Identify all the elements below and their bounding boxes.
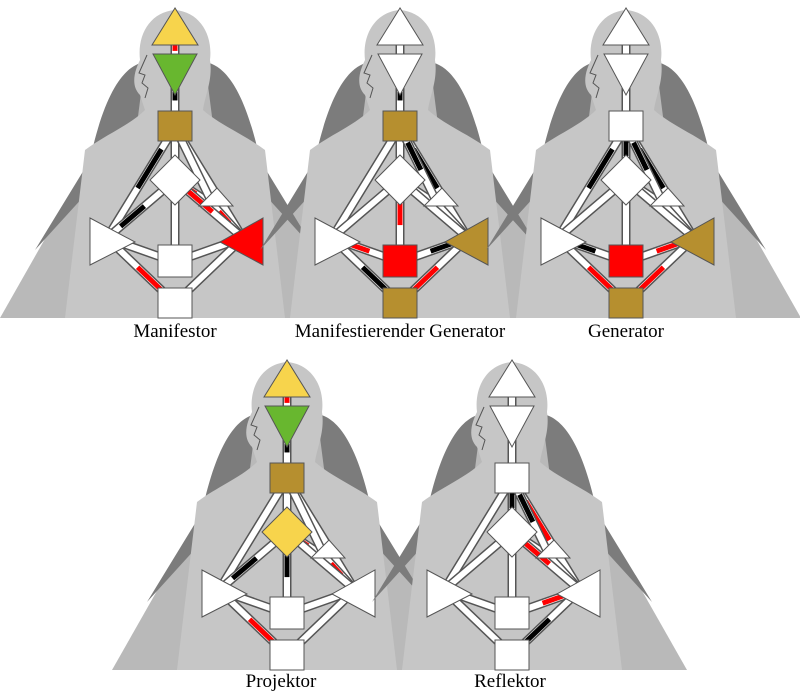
throat-center: [382, 110, 418, 142]
solar-plexus-center: [669, 217, 715, 266]
sacral-center: [382, 244, 418, 278]
head-center: [376, 7, 424, 46]
g-center: [261, 506, 313, 558]
left-shoulder-shadow: [260, 62, 370, 250]
g-center: [600, 154, 652, 206]
channel-throat-spleen: [329, 125, 403, 240]
channel-activation: [517, 493, 536, 523]
channel-activation: [586, 147, 615, 190]
channel-activation: [247, 617, 276, 644]
sacral-center: [269, 596, 305, 630]
heart-center: [648, 187, 686, 207]
solar-plexus-center: [330, 569, 376, 618]
channel-activation: [631, 141, 650, 171]
channel-activation: [523, 541, 552, 566]
sacral-center: [494, 596, 530, 630]
ajna-center: [489, 405, 535, 449]
spleen-center: [89, 217, 137, 266]
throat-center: [608, 110, 644, 142]
channel-activation: [360, 265, 389, 292]
root-center: [494, 639, 530, 671]
channel-activation: [586, 265, 615, 292]
label-reflector: Reflektor: [474, 671, 546, 692]
label-generator: Generator: [588, 321, 664, 342]
spleen-center: [314, 217, 362, 266]
ajna-center: [377, 53, 423, 97]
g-center: [374, 154, 426, 206]
right-shoulder-shadow: [656, 62, 766, 250]
root-center: [157, 287, 193, 319]
ajna-center: [152, 53, 198, 97]
left-shoulder-shadow: [372, 414, 482, 602]
head-center: [151, 7, 199, 46]
head-center: [263, 359, 311, 398]
root-center: [608, 287, 644, 319]
ajna-center: [603, 53, 649, 97]
head-center: [602, 7, 650, 46]
face-profile: [250, 406, 261, 451]
throat-center: [269, 462, 305, 494]
root-center: [269, 639, 305, 671]
label-manifesting-generator: Manifestierender Generator: [294, 321, 506, 342]
face-profile: [363, 54, 374, 99]
heart-center: [422, 187, 460, 207]
channel-activation: [186, 189, 215, 214]
heart-center: [309, 539, 347, 559]
bodygraph-reflektor: [372, 359, 652, 671]
g-center: [149, 154, 201, 206]
heart-center: [534, 539, 572, 559]
bodygraph-manifestierender-generator: [260, 7, 540, 319]
bodygraph-manifestor: [35, 7, 315, 319]
spleen-center: [540, 217, 588, 266]
sacral-center: [608, 244, 644, 278]
solar-plexus-center: [218, 217, 264, 266]
right-shoulder-shadow: [430, 62, 540, 250]
bodygraph-generator: [486, 7, 766, 319]
solar-plexus-center: [555, 569, 601, 618]
root-center: [382, 287, 418, 319]
face-profile: [475, 406, 486, 451]
ajna-center: [264, 405, 310, 449]
throat-center: [494, 462, 530, 494]
left-shoulder-shadow: [35, 62, 145, 250]
spleen-center: [426, 569, 474, 618]
channel-activation: [523, 617, 552, 644]
channel-activation: [637, 265, 666, 292]
throat-center: [157, 110, 193, 142]
sacral-center: [157, 244, 193, 278]
g-center: [486, 506, 538, 558]
channel-throat-spleen: [441, 477, 515, 592]
left-shoulder-shadow: [147, 414, 257, 602]
bodygraph-projektor: [147, 359, 427, 671]
left-shoulder-shadow: [486, 62, 596, 250]
heart-center: [197, 187, 235, 207]
face-profile: [138, 54, 149, 99]
channel-activation: [230, 556, 259, 581]
label-projector: Projektor: [245, 671, 317, 692]
channel-activation: [405, 141, 424, 171]
channel-activation: [135, 265, 164, 292]
face-profile: [589, 54, 600, 99]
right-shoulder-shadow: [205, 62, 315, 250]
channel-activation: [118, 204, 147, 229]
right-shoulder-shadow: [542, 414, 652, 602]
channel-activation: [135, 147, 164, 190]
label-manifestor: Manifestor: [133, 321, 217, 342]
head-center: [488, 359, 536, 398]
spleen-center: [201, 569, 249, 618]
channel-throat-spleen: [216, 477, 290, 592]
right-shoulder-shadow: [317, 414, 427, 602]
solar-plexus-center: [443, 217, 489, 266]
channel-activation: [411, 265, 440, 292]
